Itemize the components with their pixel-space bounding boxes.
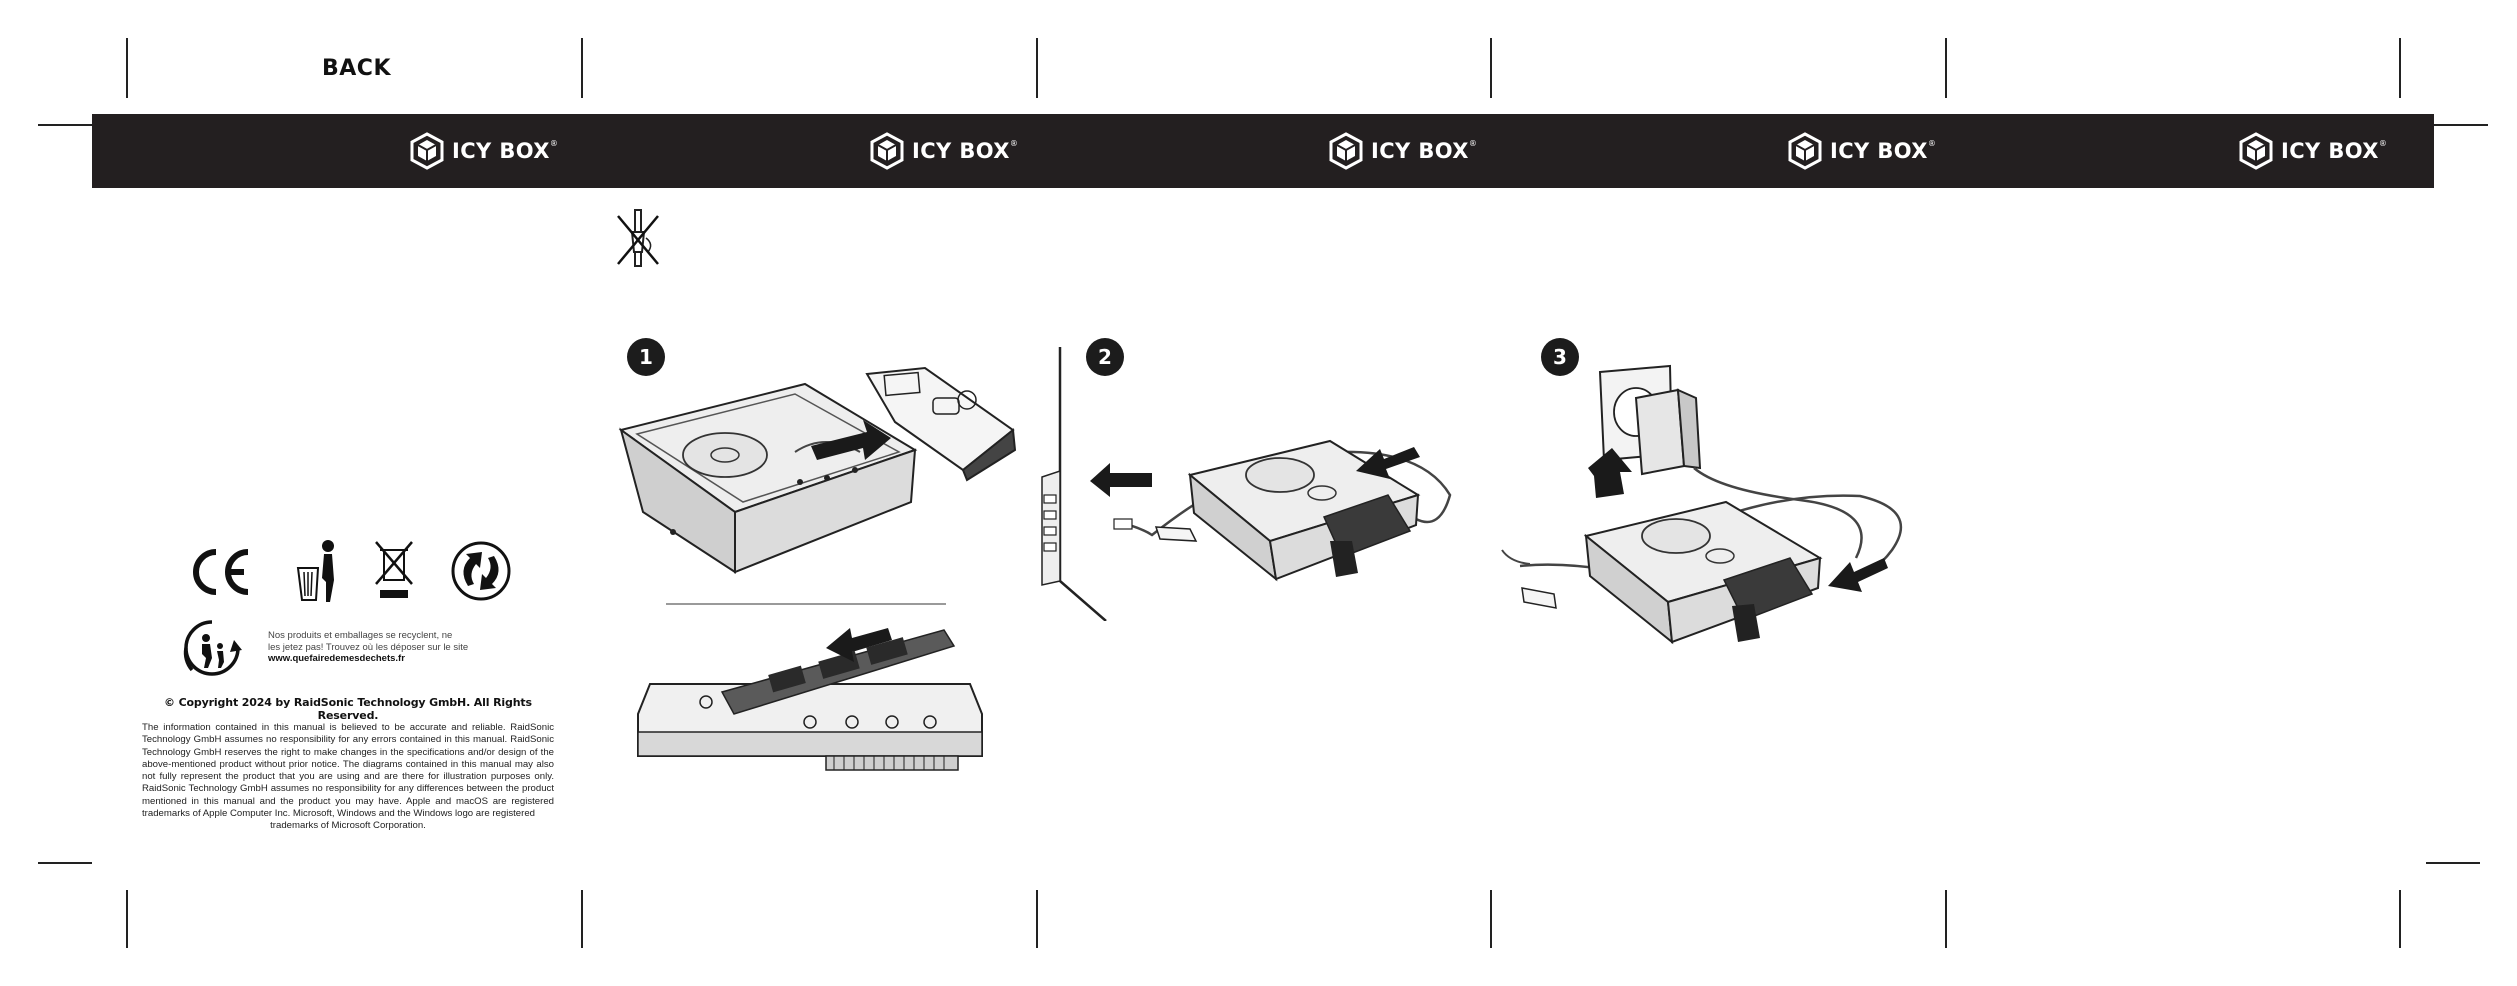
- crop-mark: [126, 890, 128, 948]
- copyright-last-line: trademarks of Microsoft Corporation.: [270, 820, 426, 832]
- brand-wordmark: ICY BOX®: [1830, 139, 1937, 163]
- copyright-body: The information contained in this manual…: [142, 722, 554, 820]
- page-side-label: BACK: [322, 56, 391, 81]
- crop-mark: [1490, 38, 1492, 98]
- brand-logo: ICY BOX®: [1788, 132, 1936, 170]
- cube-logo-icon: [870, 132, 904, 170]
- recycling-url: www.quefairedemesdechets.fr: [268, 653, 405, 664]
- crop-mark: [126, 38, 128, 98]
- crop-mark: [2399, 890, 2401, 948]
- step-1-insert-drive-illustration: [618, 366, 1017, 574]
- crop-mark: [2434, 124, 2488, 126]
- brand-wordmark: ICY BOX®: [2281, 139, 2388, 163]
- recycling-line-2: les jetez pas! Trouvez où les déposer su…: [268, 641, 469, 653]
- crop-mark: [38, 124, 92, 126]
- step-3-power-connect-illustration: [1501, 364, 1903, 645]
- step-1-m2-ssd-illustration: [637, 628, 983, 771]
- brand-logo: ICY BOX®: [1329, 132, 1477, 170]
- ce-mark-icon: [193, 549, 249, 595]
- brand-wordmark: ICY BOX®: [1371, 139, 1478, 163]
- crop-mark: [581, 890, 583, 948]
- crop-mark: [2399, 38, 2401, 98]
- divider-line: [666, 603, 946, 605]
- no-screwdriver-icon: [617, 209, 659, 267]
- brand-band: ICY BOX® ICY BOX® ICY BOX® ICY BOX® ICY …: [92, 114, 2434, 188]
- step-2-badge: 2: [1086, 338, 1124, 376]
- cube-logo-icon: [1788, 132, 1822, 170]
- crop-mark: [1945, 38, 1947, 98]
- crop-mark: [1036, 38, 1038, 98]
- recycling-line-1: Nos produits et emballages se recyclent,…: [268, 630, 453, 641]
- recycling-notice: Nos produits et emballages se recyclent,…: [268, 630, 508, 665]
- triman-icon: [183, 620, 242, 676]
- crop-mark: [38, 862, 92, 864]
- crop-mark: [1490, 890, 1492, 948]
- brand-wordmark: ICY BOX®: [912, 139, 1019, 163]
- brand-logo: ICY BOX®: [2239, 132, 2387, 170]
- crop-mark: [1945, 890, 1947, 948]
- step-3-badge: 3: [1541, 338, 1579, 376]
- certification-marks: [188, 538, 518, 608]
- weee-bin-icon: [375, 541, 413, 598]
- step-2-usb-connect-illustration: [1041, 347, 1452, 621]
- brand-wordmark: ICY BOX®: [452, 139, 559, 163]
- brand-logo: ICY BOX®: [870, 132, 1018, 170]
- step-1-badge: 1: [627, 338, 665, 376]
- cube-logo-icon: [410, 132, 444, 170]
- cube-logo-icon: [2239, 132, 2273, 170]
- copyright-notice: © Copyright 2024 by RaidSonic Technology…: [142, 696, 554, 833]
- green-dot-icon: [451, 541, 511, 601]
- crop-mark: [1036, 890, 1038, 948]
- crop-mark: [2426, 862, 2480, 864]
- copyright-title: © Copyright 2024 by RaidSonic Technology…: [164, 696, 532, 722]
- crop-mark: [581, 38, 583, 98]
- brand-logo: ICY BOX®: [410, 132, 558, 170]
- tidyman-icon: [296, 540, 334, 602]
- triman-recycling-info: Nos produits et emballages se recyclent,…: [182, 618, 562, 680]
- cube-logo-icon: [1329, 132, 1363, 170]
